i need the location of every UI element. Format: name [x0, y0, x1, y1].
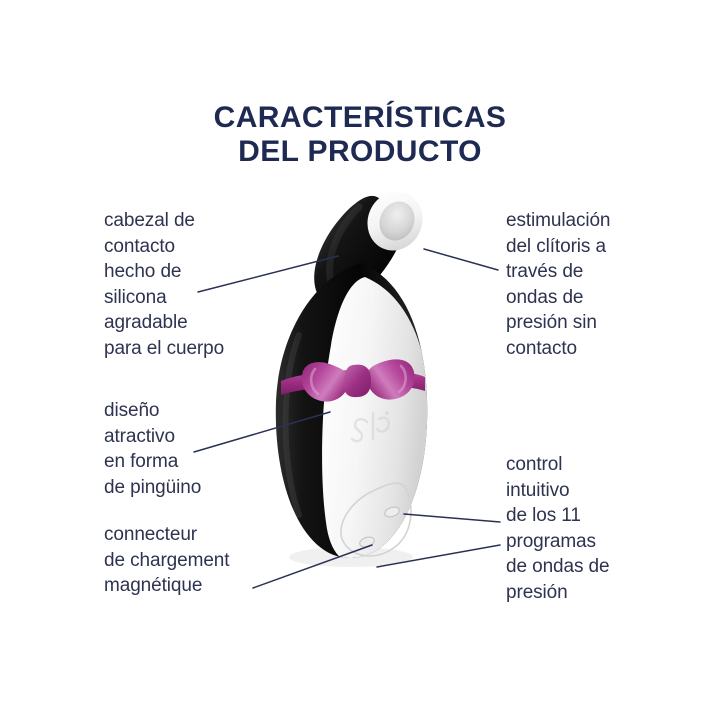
nozzle-ring [367, 191, 423, 251]
callout-contact-head: cabezal de contacto hecho de silicona ag… [104, 210, 225, 359]
bowtie-knot [343, 364, 371, 398]
intensity-button[interactable] [383, 505, 400, 518]
callout-contactless-stimulation: estimulación del clítoris a través de on… [506, 210, 611, 359]
callout-penguin-design: diseño atractivo en forma de pingüino [104, 400, 202, 498]
callout-magnetic-charging-connector: connecteur de chargement magnétique [104, 524, 230, 596]
page-title-line-2: DEL PRODUCTO [238, 135, 482, 168]
satisfyer-logo-icon [350, 411, 391, 443]
page-title: CARACTERÍSTICAS DEL PRODUCTO [0, 101, 720, 169]
bowtie-decoration [281, 359, 425, 402]
callout-intuitive-control: control intuitivo de los 11 programas de… [506, 454, 610, 603]
control-recess [340, 482, 412, 557]
page-title-line-1: CARACTERÍSTICAS [213, 101, 507, 134]
nozzle-opening [379, 201, 415, 241]
belly-panel [322, 277, 428, 559]
